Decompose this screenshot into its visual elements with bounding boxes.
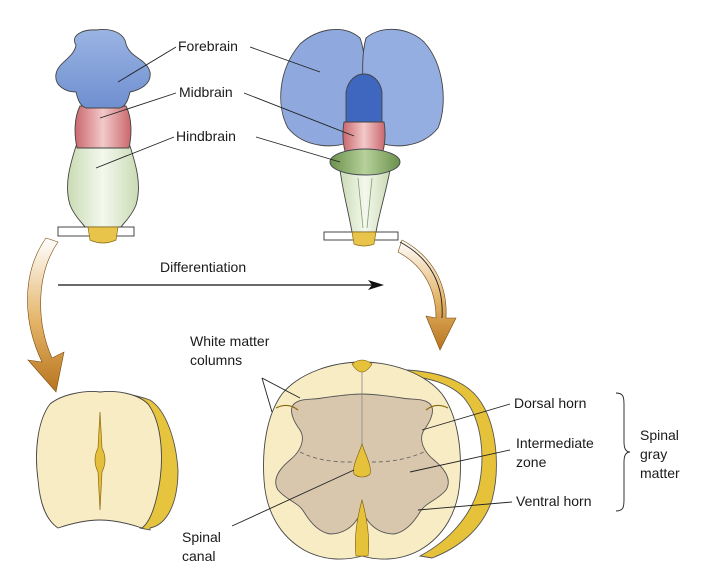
- label-midbrain: Midbrain: [179, 84, 233, 100]
- label-hindbrain: Hindbrain: [176, 128, 236, 144]
- label-intermediate-zone-line2: zone: [516, 454, 547, 470]
- primitive-central-canal: [94, 411, 106, 511]
- forebrain-region-primitive: [55, 29, 151, 109]
- leader-lines: [95, 46, 631, 527]
- down-arrow-left: [27, 237, 65, 393]
- hindbrain-region-primitive: [67, 145, 139, 231]
- differentiation-arrow: [58, 280, 384, 290]
- diencephalon: [345, 73, 383, 125]
- label-intermediate-zone: Intermediate: [516, 435, 594, 451]
- hindbrain-band: [329, 148, 401, 176]
- label-spinal-canal: Spinal: [182, 529, 221, 545]
- label-forebrain: Forebrain: [178, 38, 238, 54]
- label-spinal-gray-matter: Spinal: [640, 427, 679, 443]
- brainstem-detail: [357, 177, 373, 229]
- ventral-fissure: [354, 498, 370, 557]
- label-spinal-gray-matter-line3: matter: [640, 465, 680, 481]
- primitive-spinal-cord: [36, 391, 179, 531]
- cut-section-right: [351, 231, 377, 247]
- primitive-neural-tube: [55, 29, 151, 244]
- cut-section-left: [87, 226, 119, 244]
- dorsal-root-right: [425, 404, 449, 411]
- cord-edge-rim: [371, 369, 497, 559]
- brainstem: [339, 169, 391, 233]
- dorsal-root-left: [275, 404, 299, 411]
- label-spinal-gray-matter-line2: gray: [640, 446, 667, 462]
- down-arrow-right: [397, 239, 457, 351]
- central-canal: [353, 443, 371, 478]
- differentiated-brain: [280, 28, 444, 247]
- label-differentiation: Differentiation: [160, 259, 246, 275]
- label-ventral-horn: Ventral horn: [516, 493, 592, 509]
- adult-spinal-cord: [263, 359, 497, 560]
- dorsal-root-entry: [351, 359, 373, 373]
- gray-matter-bracket: [615, 392, 631, 512]
- label-white-matter-columns-line2: columns: [190, 352, 242, 368]
- zone-boundary-left: [299, 451, 353, 463]
- label-spinal-canal-line2: canal: [182, 548, 215, 564]
- midbrain-region-primitive: [74, 105, 132, 149]
- label-dorsal-horn: Dorsal horn: [514, 395, 586, 411]
- labels: Forebrain Midbrain Hindbrain Differentia…: [160, 38, 680, 564]
- label-white-matter-columns: White matter: [190, 333, 270, 349]
